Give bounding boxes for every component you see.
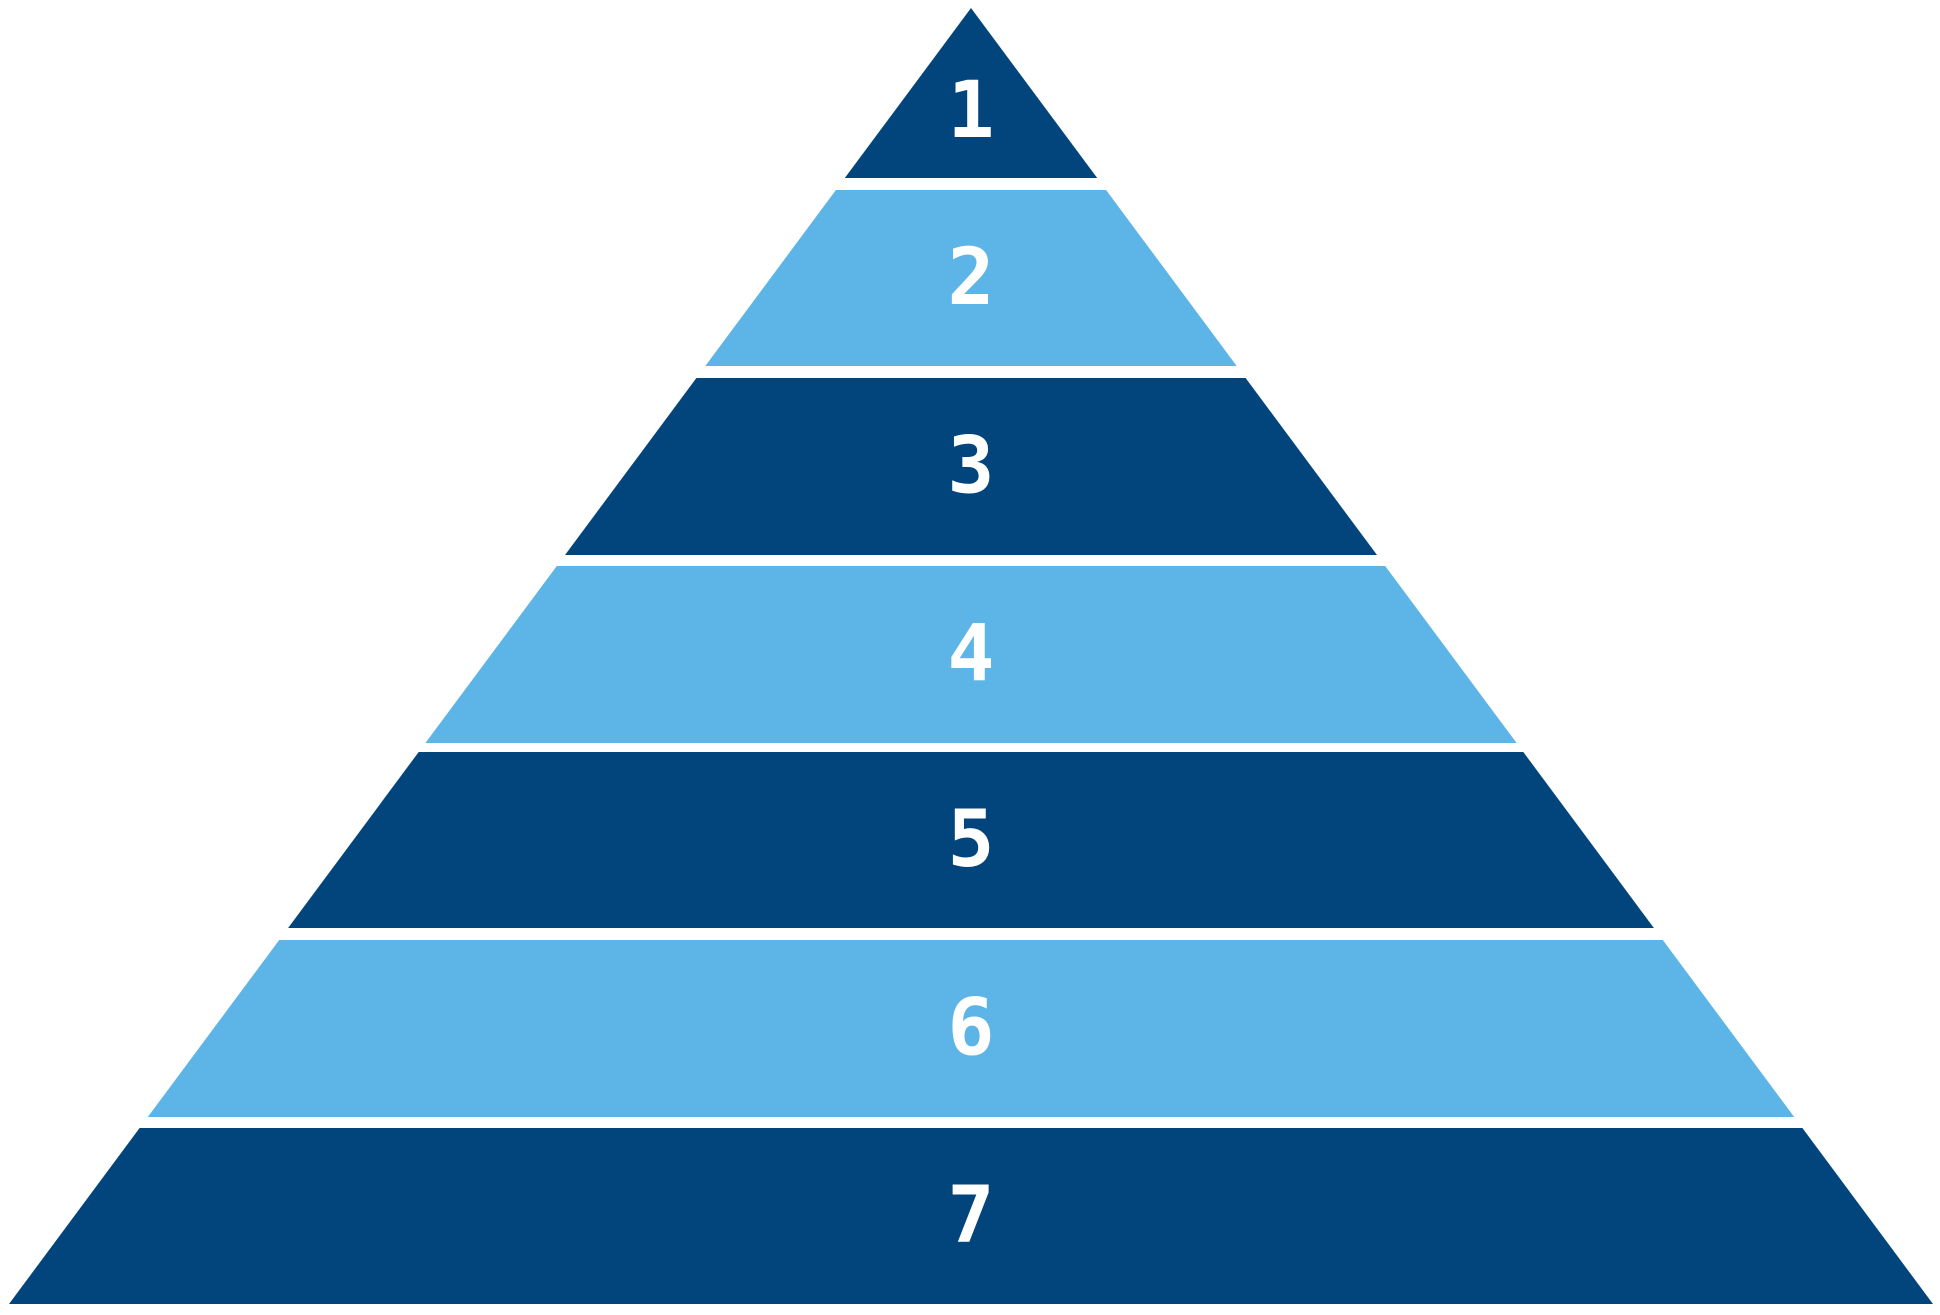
tier-7-shape	[9, 1128, 1933, 1304]
pyramid-tier-7: 7	[9, 1128, 1933, 1304]
tier-5-label: 5	[948, 795, 995, 885]
tier-1-shape	[844, 8, 1098, 178]
pyramid-tier-3: 3	[565, 378, 1377, 555]
tier-3-label: 3	[948, 422, 995, 512]
tier-7-label: 7	[948, 1171, 995, 1261]
tier-5-shape	[288, 752, 1654, 928]
tier-2-label: 2	[948, 233, 995, 323]
pyramid-tier-4: 4	[425, 566, 1517, 743]
tier-1-label: 1	[948, 66, 995, 156]
tier-6-label: 6	[948, 984, 995, 1074]
tier-4-shape	[425, 566, 1517, 743]
pyramid-tier-2: 2	[705, 190, 1237, 366]
pyramid-tier-6: 6	[147, 940, 1795, 1117]
tier-4-label: 4	[948, 610, 995, 700]
pyramid-tier-1: 1	[844, 8, 1098, 178]
pyramid-tier-5: 5	[288, 752, 1654, 928]
tier-6-shape	[147, 940, 1795, 1117]
tier-3-shape	[565, 378, 1377, 555]
tier-2-shape	[705, 190, 1237, 366]
